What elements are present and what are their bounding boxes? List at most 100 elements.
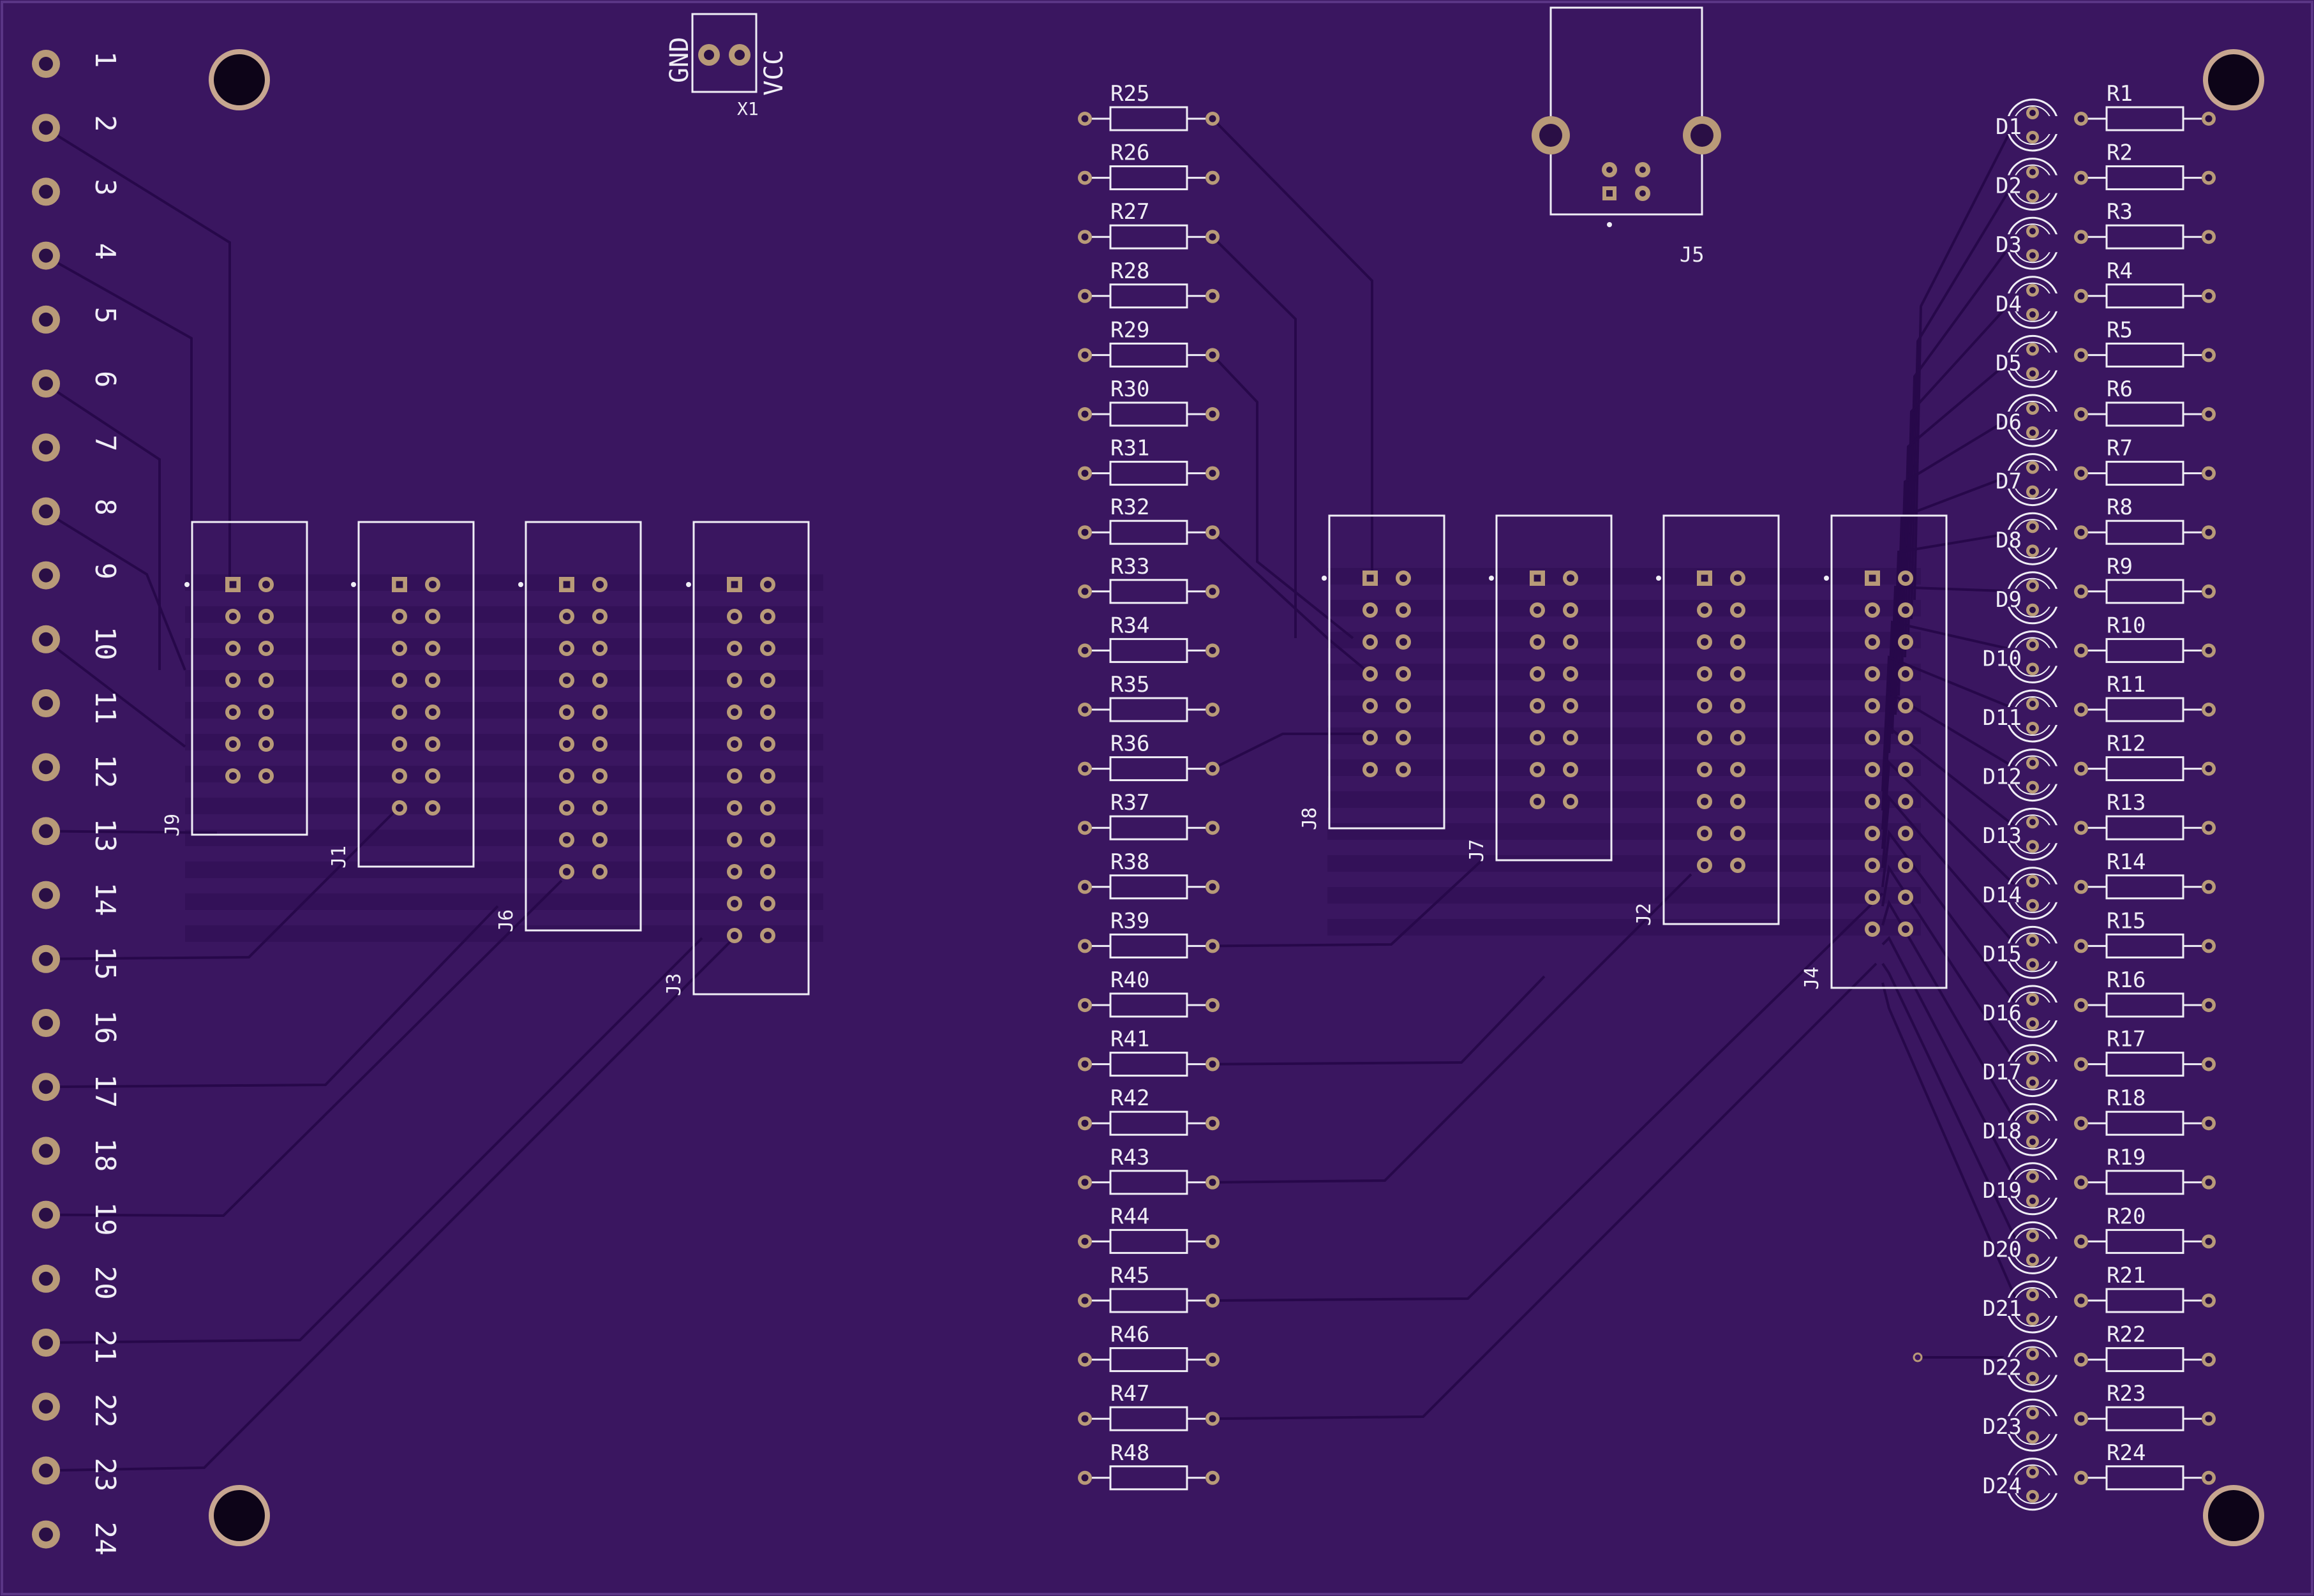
led-d12: D12: [1983, 749, 2064, 802]
vcc-label: VCC: [759, 50, 789, 96]
edge-pin-label: 21: [89, 1330, 121, 1364]
trace: [44, 937, 735, 1472]
led-d17: D17: [1983, 1044, 2064, 1098]
resistor-r26: R26: [1078, 140, 1220, 191]
resistor-r46: R46: [1078, 1322, 1220, 1373]
resistor-ref-label: R25: [1110, 81, 1149, 107]
resistor-r3: R3: [2074, 199, 2216, 250]
led-ref-label: D14: [1983, 883, 2022, 908]
via: [1913, 1352, 1923, 1362]
resistor-ref-label: R28: [1110, 258, 1149, 284]
resistor-ref-label: R30: [1110, 377, 1149, 402]
led-d13: D13: [1983, 807, 2064, 861]
bus-band: [185, 798, 823, 814]
mounting-hole-center: [2208, 54, 2259, 105]
trace: [43, 510, 186, 671]
resistor-ref-label: R29: [1110, 317, 1149, 343]
mounting-hole-center: [2208, 1490, 2259, 1541]
bus-band: [185, 861, 823, 878]
led-ref-label: D16: [1983, 1001, 2022, 1026]
resistor-ref-label: R5: [2107, 317, 2133, 343]
header-ref-label: J4: [1801, 967, 1823, 990]
led-ref-label: D5: [1996, 350, 2022, 376]
bus-band: [185, 766, 823, 782]
edge-pin-label: 6: [89, 371, 121, 388]
resistor-r35: R35: [1078, 672, 1220, 722]
led-ref-label: D9: [1996, 587, 2022, 613]
resistor-r36: R36: [1078, 731, 1220, 782]
resistor-ref-label: R36: [1110, 731, 1149, 757]
resistor-ref-label: R24: [2107, 1440, 2146, 1466]
trace: [1881, 794, 2018, 947]
led-ref-label: D19: [1983, 1178, 2022, 1204]
led-ref-label: D18: [1983, 1119, 2022, 1144]
led-d20: D20: [1983, 1221, 2064, 1274]
trace: [1881, 899, 2018, 1124]
x1-ref-label: X1: [737, 98, 759, 119]
led-d15: D15: [1983, 925, 2064, 979]
header-j1: J1: [328, 521, 475, 869]
resistor-ref-label: R13: [2107, 790, 2146, 816]
resistor-ref-label: R27: [1110, 199, 1149, 225]
led-d24: D24: [1983, 1458, 2064, 1511]
resistor-r40: R40: [1078, 967, 1220, 1018]
resistor-r25: R25: [1078, 81, 1220, 131]
led-ref-label: D21: [1983, 1296, 2022, 1322]
resistor-ref-label: R17: [2107, 1027, 2146, 1052]
header-j8: J8: [1299, 514, 1445, 830]
trace: [1881, 962, 2018, 1242]
mounting-hole-center: [214, 1490, 265, 1541]
resistor-r8: R8: [2074, 495, 2216, 545]
resistor-ref-label: R48: [1110, 1440, 1149, 1466]
resistor-ref-label: R34: [1110, 613, 1149, 638]
header-j6: J6: [495, 521, 642, 932]
led-d2: D2: [1996, 158, 2064, 211]
resistor-ref-label: R32: [1110, 495, 1149, 520]
trace: [44, 830, 218, 834]
power-connector-x1: GND VCC X1: [665, 13, 789, 119]
led-d23: D23: [1983, 1398, 2064, 1452]
edge-pin-label: 20: [89, 1266, 121, 1300]
edge-pin-label: 16: [89, 1010, 121, 1044]
resistor-ref-label: R1: [2107, 81, 2133, 107]
trace: [1881, 655, 2017, 792]
edge-pin-label: 14: [89, 883, 121, 916]
led-d5: D5: [1996, 334, 2064, 388]
trace: [43, 638, 186, 748]
resistor-ref-label: R41: [1110, 1027, 1149, 1052]
led-d18: D18: [1983, 1103, 2064, 1156]
trace: [1881, 759, 2018, 888]
resistor-r5: R5: [2074, 317, 2216, 368]
resistor-r37: R37: [1078, 790, 1220, 840]
led-d10: D10: [1983, 630, 2064, 683]
trace: [1891, 531, 2017, 735]
resistor-ref-label: R8: [2107, 495, 2133, 520]
led-ref-label: D13: [1983, 823, 2022, 849]
bus-band: [185, 702, 823, 719]
bus-band: [1327, 696, 1921, 712]
trace: [1211, 117, 1373, 574]
bus-band: [185, 670, 823, 687]
bus-band: [185, 638, 823, 655]
header-ref-label: J2: [1633, 903, 1655, 926]
edge-pin-label: 11: [89, 690, 121, 724]
resistor-r19: R19: [2074, 1145, 2216, 1195]
led-ref-label: D15: [1983, 941, 2022, 967]
resistor-ref-label: R35: [1110, 672, 1149, 697]
led-d9: D9: [1996, 571, 2064, 625]
resistor-r20: R20: [2074, 1204, 2216, 1254]
led-ref-label: D24: [1983, 1473, 2022, 1499]
resistor-r48: R48: [1078, 1440, 1220, 1491]
resistor-r30: R30: [1078, 377, 1220, 427]
trace: [1211, 531, 1367, 671]
edge-pin-label: 22: [89, 1394, 121, 1428]
trace: [1888, 585, 2017, 754]
bus-band: [1327, 887, 1921, 904]
trace: [1881, 936, 2018, 1183]
trace: [44, 937, 703, 1344]
resistor-ref-label: R18: [2107, 1085, 2146, 1111]
trace: [1212, 873, 1692, 1184]
resistor-ref-label: R31: [1110, 436, 1149, 461]
j5-ref-label: J5: [1680, 242, 1705, 267]
